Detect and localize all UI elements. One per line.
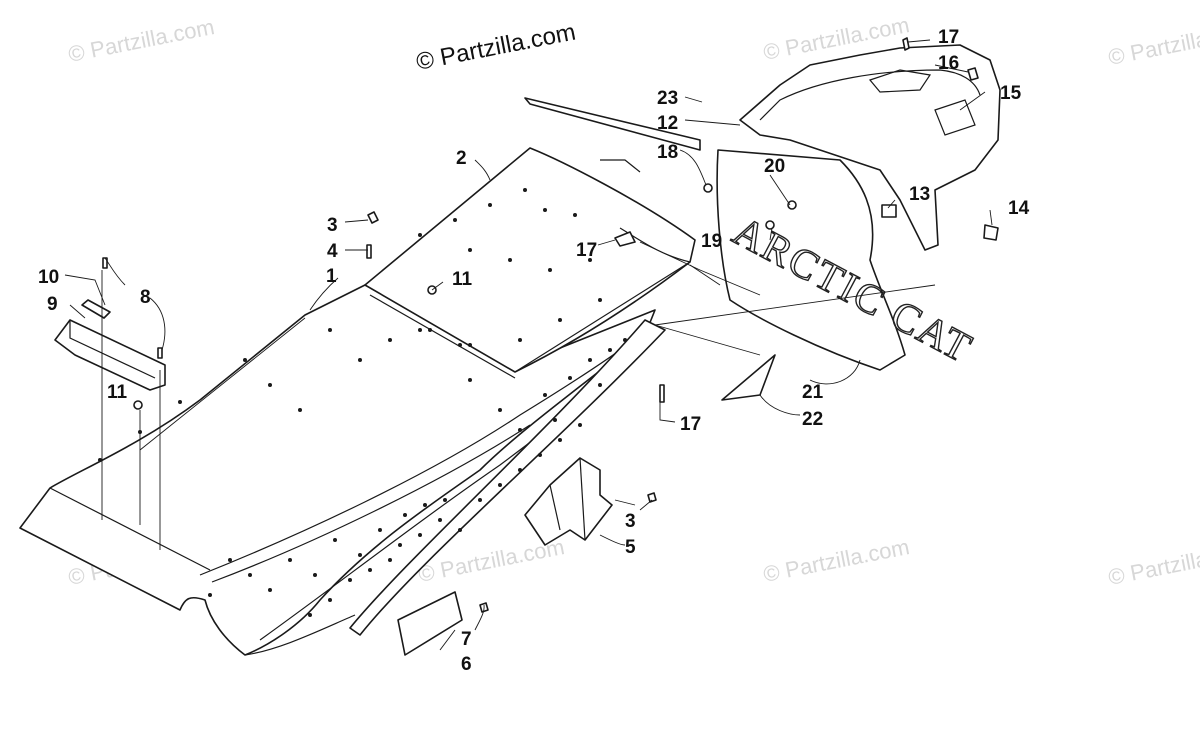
hardware	[102, 37, 999, 613]
callout-16: 16	[938, 53, 959, 74]
callout-22: 22	[802, 409, 823, 430]
callout-20: 20	[764, 156, 785, 177]
leader-lines	[64, 39, 993, 651]
callout-15: 15	[1000, 83, 1022, 104]
callout-4: 4	[327, 241, 338, 262]
clip-part-10	[81, 299, 111, 319]
callout-13: 13	[909, 184, 930, 205]
nut-part-11-b	[133, 400, 143, 410]
washer-part-19	[765, 220, 775, 230]
callout-11-a: 11	[452, 269, 473, 290]
side-rail	[349, 319, 666, 636]
callout-11-b: 11	[107, 382, 128, 403]
callout-21: 21	[802, 382, 824, 403]
bracket-part-5	[524, 457, 613, 546]
rivet-holes	[98, 188, 627, 617]
callout-10: 10	[38, 267, 59, 288]
callout-17-b: 17	[576, 240, 597, 261]
screw-part-17-b	[659, 384, 665, 403]
rivet-part-4	[366, 244, 372, 259]
copyright-text: © Partzilla.com	[414, 19, 578, 76]
screw-part-17-c	[902, 37, 910, 51]
watermark-7: © Partzilla.com	[1106, 537, 1200, 590]
callout-7: 7	[461, 629, 472, 650]
callout-14: 14	[1008, 198, 1030, 219]
callout-5: 5	[625, 537, 636, 558]
watermark-3: © Partzilla.com	[1106, 17, 1200, 70]
callout-3-a: 3	[327, 215, 338, 236]
rivet-part-8-b	[157, 347, 163, 359]
callout-12: 12	[657, 113, 678, 134]
nut-part-14	[983, 224, 999, 241]
rivet-part-8-a	[102, 257, 108, 269]
rear-bumper	[739, 44, 1001, 251]
callout-2: 2	[456, 148, 467, 169]
callout-1: 1	[326, 266, 337, 287]
bracket-part-9	[54, 319, 166, 391]
reflector-part-22	[721, 354, 776, 401]
snow-flap-part-23	[524, 97, 701, 173]
watermark-6: © Partzilla.com	[761, 534, 911, 587]
tunnel-extension-part-2	[364, 147, 696, 379]
screw-part-16	[967, 67, 979, 81]
plate-part-6	[397, 591, 463, 656]
callout-18: 18	[657, 142, 678, 163]
rivet-part-3-a	[367, 211, 379, 224]
callout-6: 6	[461, 654, 472, 675]
callout-8: 8	[140, 287, 151, 308]
callout-9: 9	[47, 294, 58, 315]
callout-23: 23	[657, 88, 678, 109]
callout-labels: 1 2 3 3 4 5 6 7 8 9 10 11 11 12 13 14 15…	[38, 27, 1030, 675]
watermark-1: © Partzilla.com	[66, 14, 216, 67]
callout-3-b: 3	[625, 511, 636, 532]
nut-part-20	[787, 200, 797, 210]
clip-part-13	[881, 204, 897, 218]
screw-part-17-a	[614, 231, 636, 247]
callout-17-c: 17	[680, 414, 701, 435]
callout-19: 19	[701, 231, 722, 252]
rivet-part-3-b	[647, 492, 657, 503]
nut-part-18	[703, 183, 713, 193]
callout-17-a: 17	[938, 27, 959, 48]
